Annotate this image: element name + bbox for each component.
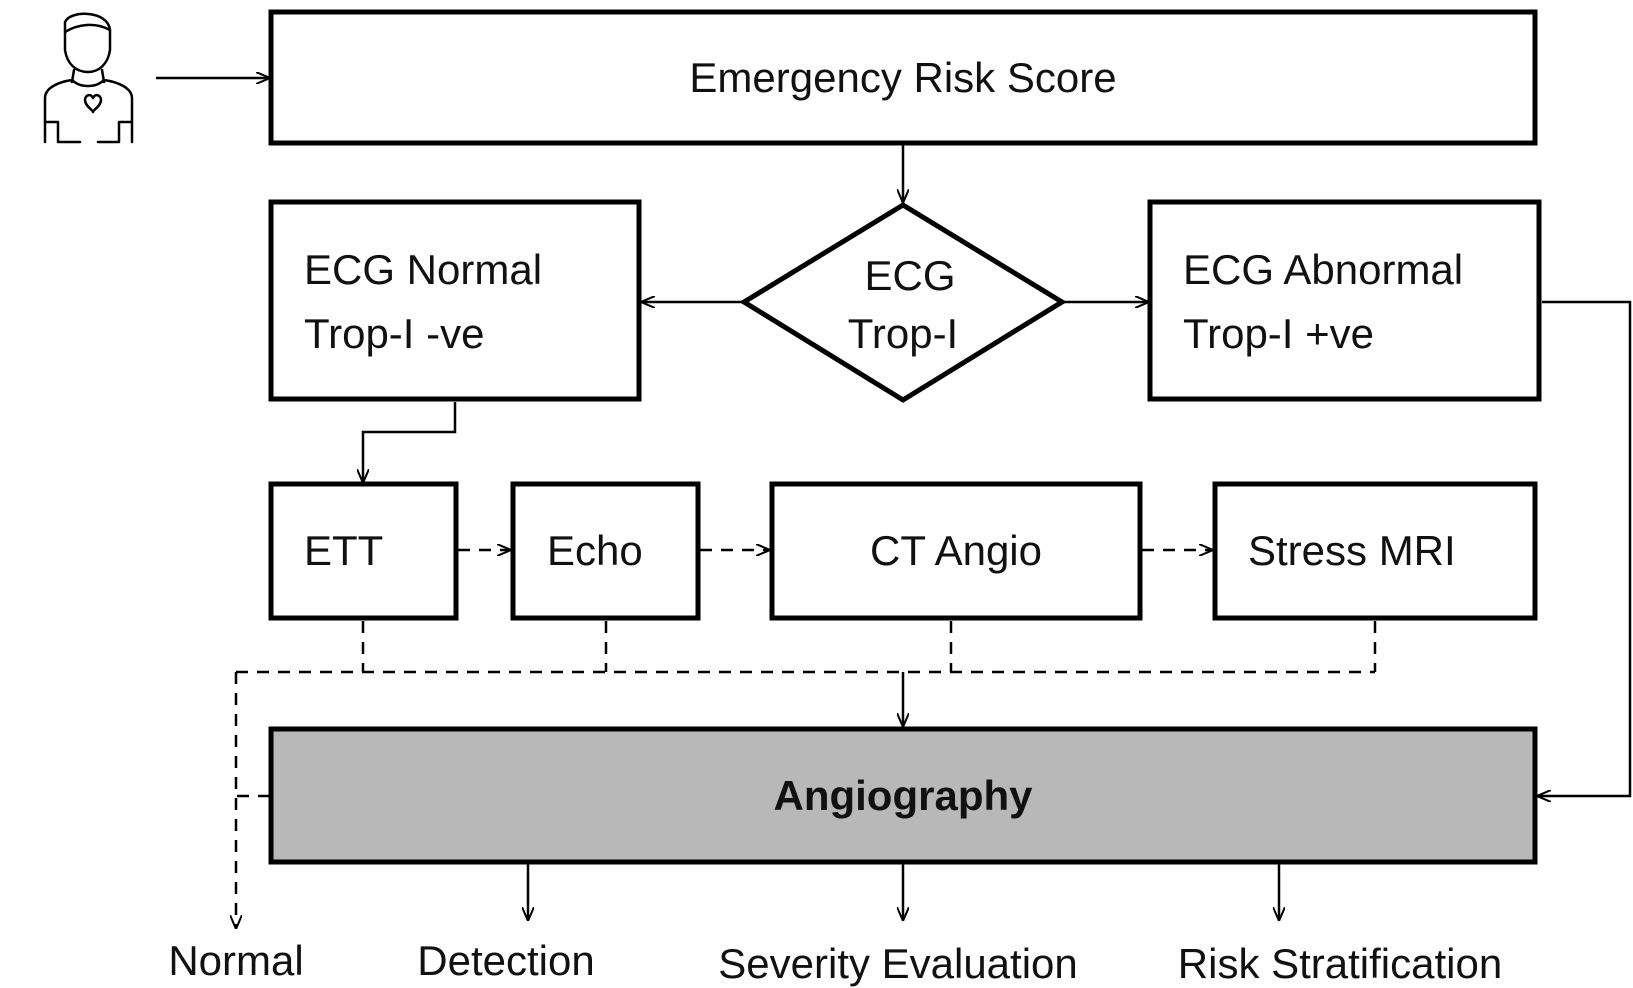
patient-icon xyxy=(43,12,134,144)
outcome-detection-label: Detection xyxy=(417,937,594,984)
ecg-decision-diamond: ECG Trop-I xyxy=(739,202,1067,403)
echo-label: Echo xyxy=(547,527,643,574)
ecg-decision-label-line2: Trop-I xyxy=(848,310,958,357)
angiography-label: Angiography xyxy=(774,772,1034,819)
ecg-abnormal-label-line2: Trop-I +ve xyxy=(1183,310,1374,357)
echo-box: Echo xyxy=(510,481,701,621)
emergency-risk-score-label: Emergency Risk Score xyxy=(689,54,1116,101)
ett-label: ETT xyxy=(304,527,383,574)
abnormal-to-angiography-arrow xyxy=(1538,300,1632,796)
outcome-severity-evaluation-label: Severity Evaluation xyxy=(718,940,1078,987)
angiography-box: Angiography xyxy=(268,726,1538,865)
stress-mri-label: Stress MRI xyxy=(1248,527,1456,574)
outcome-normal-label: Normal xyxy=(168,937,303,984)
ecg-abnormal-label-line1: ECG Abnormal xyxy=(1183,246,1463,293)
stress-mri-box: Stress MRI xyxy=(1212,481,1538,621)
emergency-risk-score-box: Emergency Risk Score xyxy=(268,9,1538,146)
outcome-risk-stratification-label: Risk Stratification xyxy=(1178,940,1502,987)
ct-angio-box: CT Angio xyxy=(769,481,1143,621)
ecg-decision-label-line1: ECG xyxy=(864,252,955,299)
normal-to-ett-arrow xyxy=(363,402,457,482)
ecg-normal-label-line1: ECG Normal xyxy=(304,246,542,293)
ct-angio-label: CT Angio xyxy=(870,527,1042,574)
ecg-abnormal-box: ECG Abnormal Trop-I +ve xyxy=(1147,199,1542,402)
ecg-normal-box: ECG Normal Trop-I -ve xyxy=(268,199,642,402)
ett-box: ETT xyxy=(268,481,459,621)
tests-to-angiography-connector xyxy=(236,621,1377,726)
ecg-normal-label-line2: Trop-I -ve xyxy=(304,310,484,357)
